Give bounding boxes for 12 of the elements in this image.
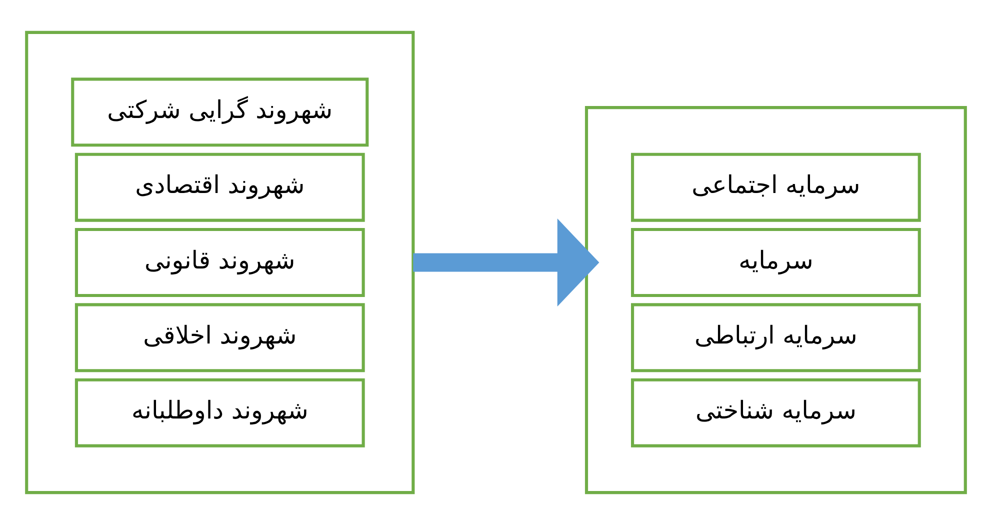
cluster <box>25 30 415 494</box>
node-box: سرمایه ارتباطی <box>630 302 921 372</box>
cluster <box>584 106 967 494</box>
node-box: شهروند اخلاقی <box>74 302 365 372</box>
node-box: سرمایه شناختی <box>630 378 921 447</box>
node-box: شهروند قانونی <box>74 227 365 297</box>
node-box: شهروند اقتصادی <box>74 152 365 222</box>
node-box: شهروند گرایی شرکتی <box>71 77 369 146</box>
node-box: شهروند داوطلبانه <box>74 378 365 447</box>
node-box: سرمایه <box>630 227 921 297</box>
arrow <box>413 218 600 306</box>
node-box: سرمایه اجتماعی <box>630 152 921 222</box>
